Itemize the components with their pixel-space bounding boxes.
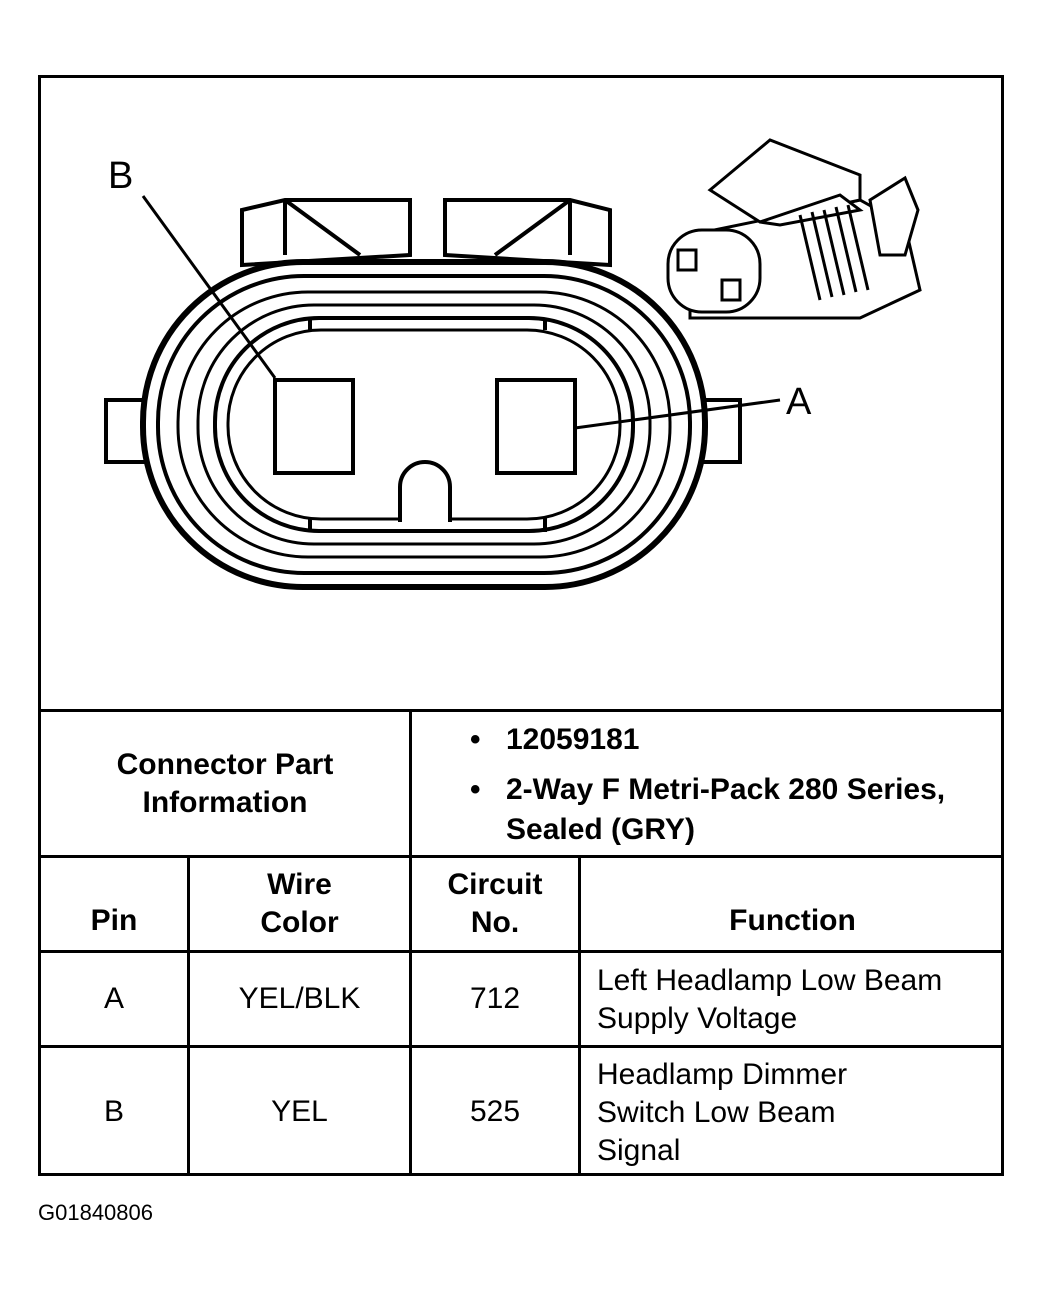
row-a-pin: A [103,982,124,1015]
terminal-a [495,378,577,475]
leader-line-a [574,398,781,430]
row-b-function: Headlamp Dimmer Switch Low Beam Signal [597,1058,848,1167]
terminal-b [273,378,355,475]
row-a-wire-color: YEL/BLK [238,982,361,1015]
info-bottom-border [38,855,1004,858]
row-b-circuit: 525 [469,1095,521,1128]
connector-key-bump [398,460,452,522]
connector-info-heading: Connector Part Information [116,747,334,819]
diagram-frame [38,75,1004,1176]
figure-id: G01840806 [38,1200,153,1225]
row-a-bottom-border [38,1045,1004,1048]
col-divider-3 [578,855,581,1176]
info-divider [409,709,412,1176]
label-a: A [786,381,812,423]
header-function: Function [729,904,856,937]
bullet-part-number: •12059181 [470,723,640,756]
connector-info-bullets: •12059181 •2-Way F Metri-Pack 280 Series… [470,720,990,850]
bullet-connector-type: •2-Way F Metri-Pack 280 Series, Sealed (… [470,773,946,846]
label-b: B [108,155,133,197]
header-circuit-no: Circuit No. [447,868,543,939]
leader-line-b [141,195,277,379]
header-pin: Pin [90,904,138,937]
connector-top-tabs [240,198,612,268]
row-a-function: Left Headlamp Low Beam Supply Voltage [597,964,943,1035]
connector-3d-illustration [666,138,922,320]
header-wire-color: Wire Color [260,868,339,939]
row-a-circuit: 712 [469,982,521,1015]
connector-diagram: B A [104,138,922,590]
connector-key-guides [308,318,547,532]
col-divider-1 [187,855,190,1176]
row-b-wire-color: YEL [271,1095,328,1128]
row-b-pin: B [103,1095,124,1128]
table-top-border [38,709,1004,712]
header-bottom-border [38,950,1004,953]
